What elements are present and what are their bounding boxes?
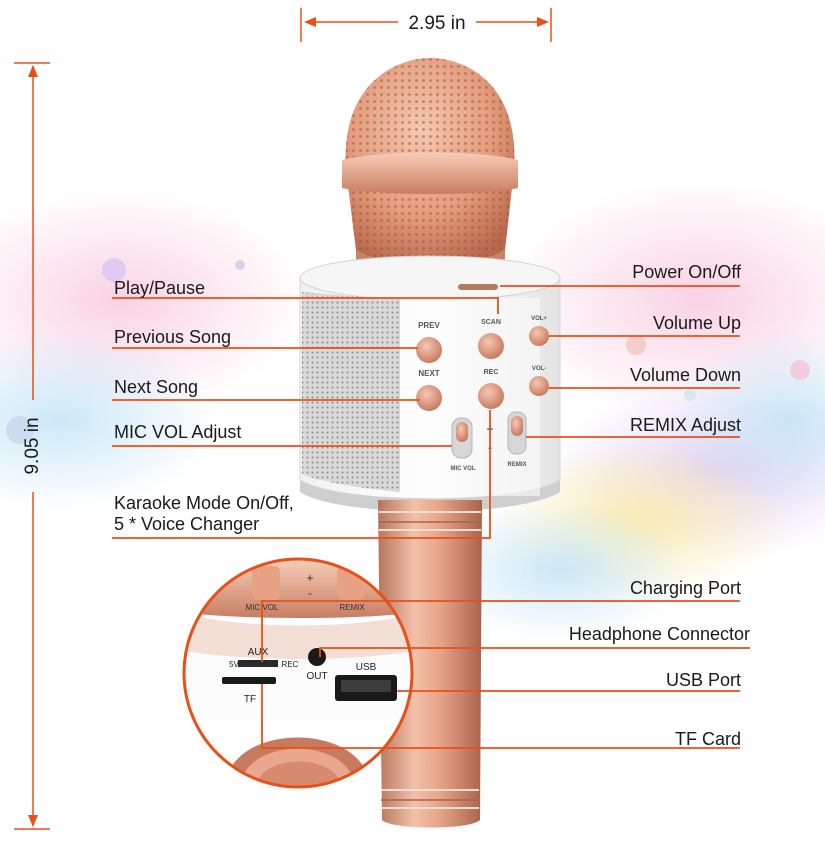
zoom-plus-label: + xyxy=(306,571,313,585)
callout-volume-up: Volume Up xyxy=(653,313,741,333)
out-label: OUT xyxy=(306,671,327,682)
callout-power: Power On/Off xyxy=(632,262,742,282)
volume-down-button[interactable] xyxy=(529,376,549,396)
callout-volume-down: Volume Down xyxy=(630,365,741,385)
callouts-left: Play/Pause Previous Song Next Song MIC V… xyxy=(114,278,294,534)
next-label: NEXT xyxy=(418,369,439,378)
charging-port xyxy=(238,660,278,667)
tf-label: TF xyxy=(244,694,256,705)
callout-play-pause: Play/Pause xyxy=(114,278,205,298)
callout-tf-card: TF Card xyxy=(675,729,741,749)
callout-headphone-connector: Headphone Connector xyxy=(569,624,750,644)
volume-up-button[interactable] xyxy=(529,326,549,346)
prev-button[interactable] xyxy=(416,337,442,363)
callout-next-song: Next Song xyxy=(114,377,198,397)
prev-label: PREV xyxy=(418,321,440,330)
callout-mic-vol-adjust: MIC VOL Adjust xyxy=(114,422,241,442)
zoom-remix-label: REMIX xyxy=(339,603,365,612)
usb-label: USB xyxy=(356,662,377,673)
callouts-right: Power On/Off Volume Up Volume Down REMIX… xyxy=(569,262,750,749)
callout-usb-port: USB Port xyxy=(666,670,741,690)
leader-lines xyxy=(112,285,750,749)
microphone-handle xyxy=(378,500,482,828)
microphone-head xyxy=(342,58,518,276)
callout-karaoke-mode: Karaoke Mode On/Off, xyxy=(114,493,294,513)
remix-label: REMIX xyxy=(507,462,526,468)
mic-vol-label: MIC VOL xyxy=(451,466,476,472)
next-button[interactable] xyxy=(416,385,442,411)
vol-down-label: VOL- xyxy=(532,366,546,372)
callout-voice-changer: 5 * Voice Changer xyxy=(114,514,259,534)
width-dimension xyxy=(300,8,552,42)
rec-button[interactable] xyxy=(478,383,504,409)
vol-up-label: VOL+ xyxy=(531,316,547,322)
rec-label: REC xyxy=(484,369,499,376)
scan-label: SCAN xyxy=(481,319,501,326)
callout-previous-song: Previous Song xyxy=(114,327,231,347)
background-decoration xyxy=(0,180,825,640)
microphone-body xyxy=(299,255,561,512)
callout-charging-port: Charging Port xyxy=(630,578,741,598)
tf-card-slot xyxy=(222,677,276,684)
height-dimension xyxy=(14,62,50,830)
rec-port-label: REC xyxy=(282,660,299,669)
aux-label: AUX xyxy=(248,647,269,658)
zoom-minus-label: - xyxy=(308,586,312,600)
headphone-jack xyxy=(308,648,326,666)
callout-remix-adjust: REMIX Adjust xyxy=(630,415,741,435)
width-label: 2.95 in xyxy=(408,13,465,34)
height-label: 9.05 in xyxy=(22,417,43,474)
scan-button[interactable] xyxy=(478,333,504,359)
five-v-label: 5V xyxy=(229,660,239,669)
